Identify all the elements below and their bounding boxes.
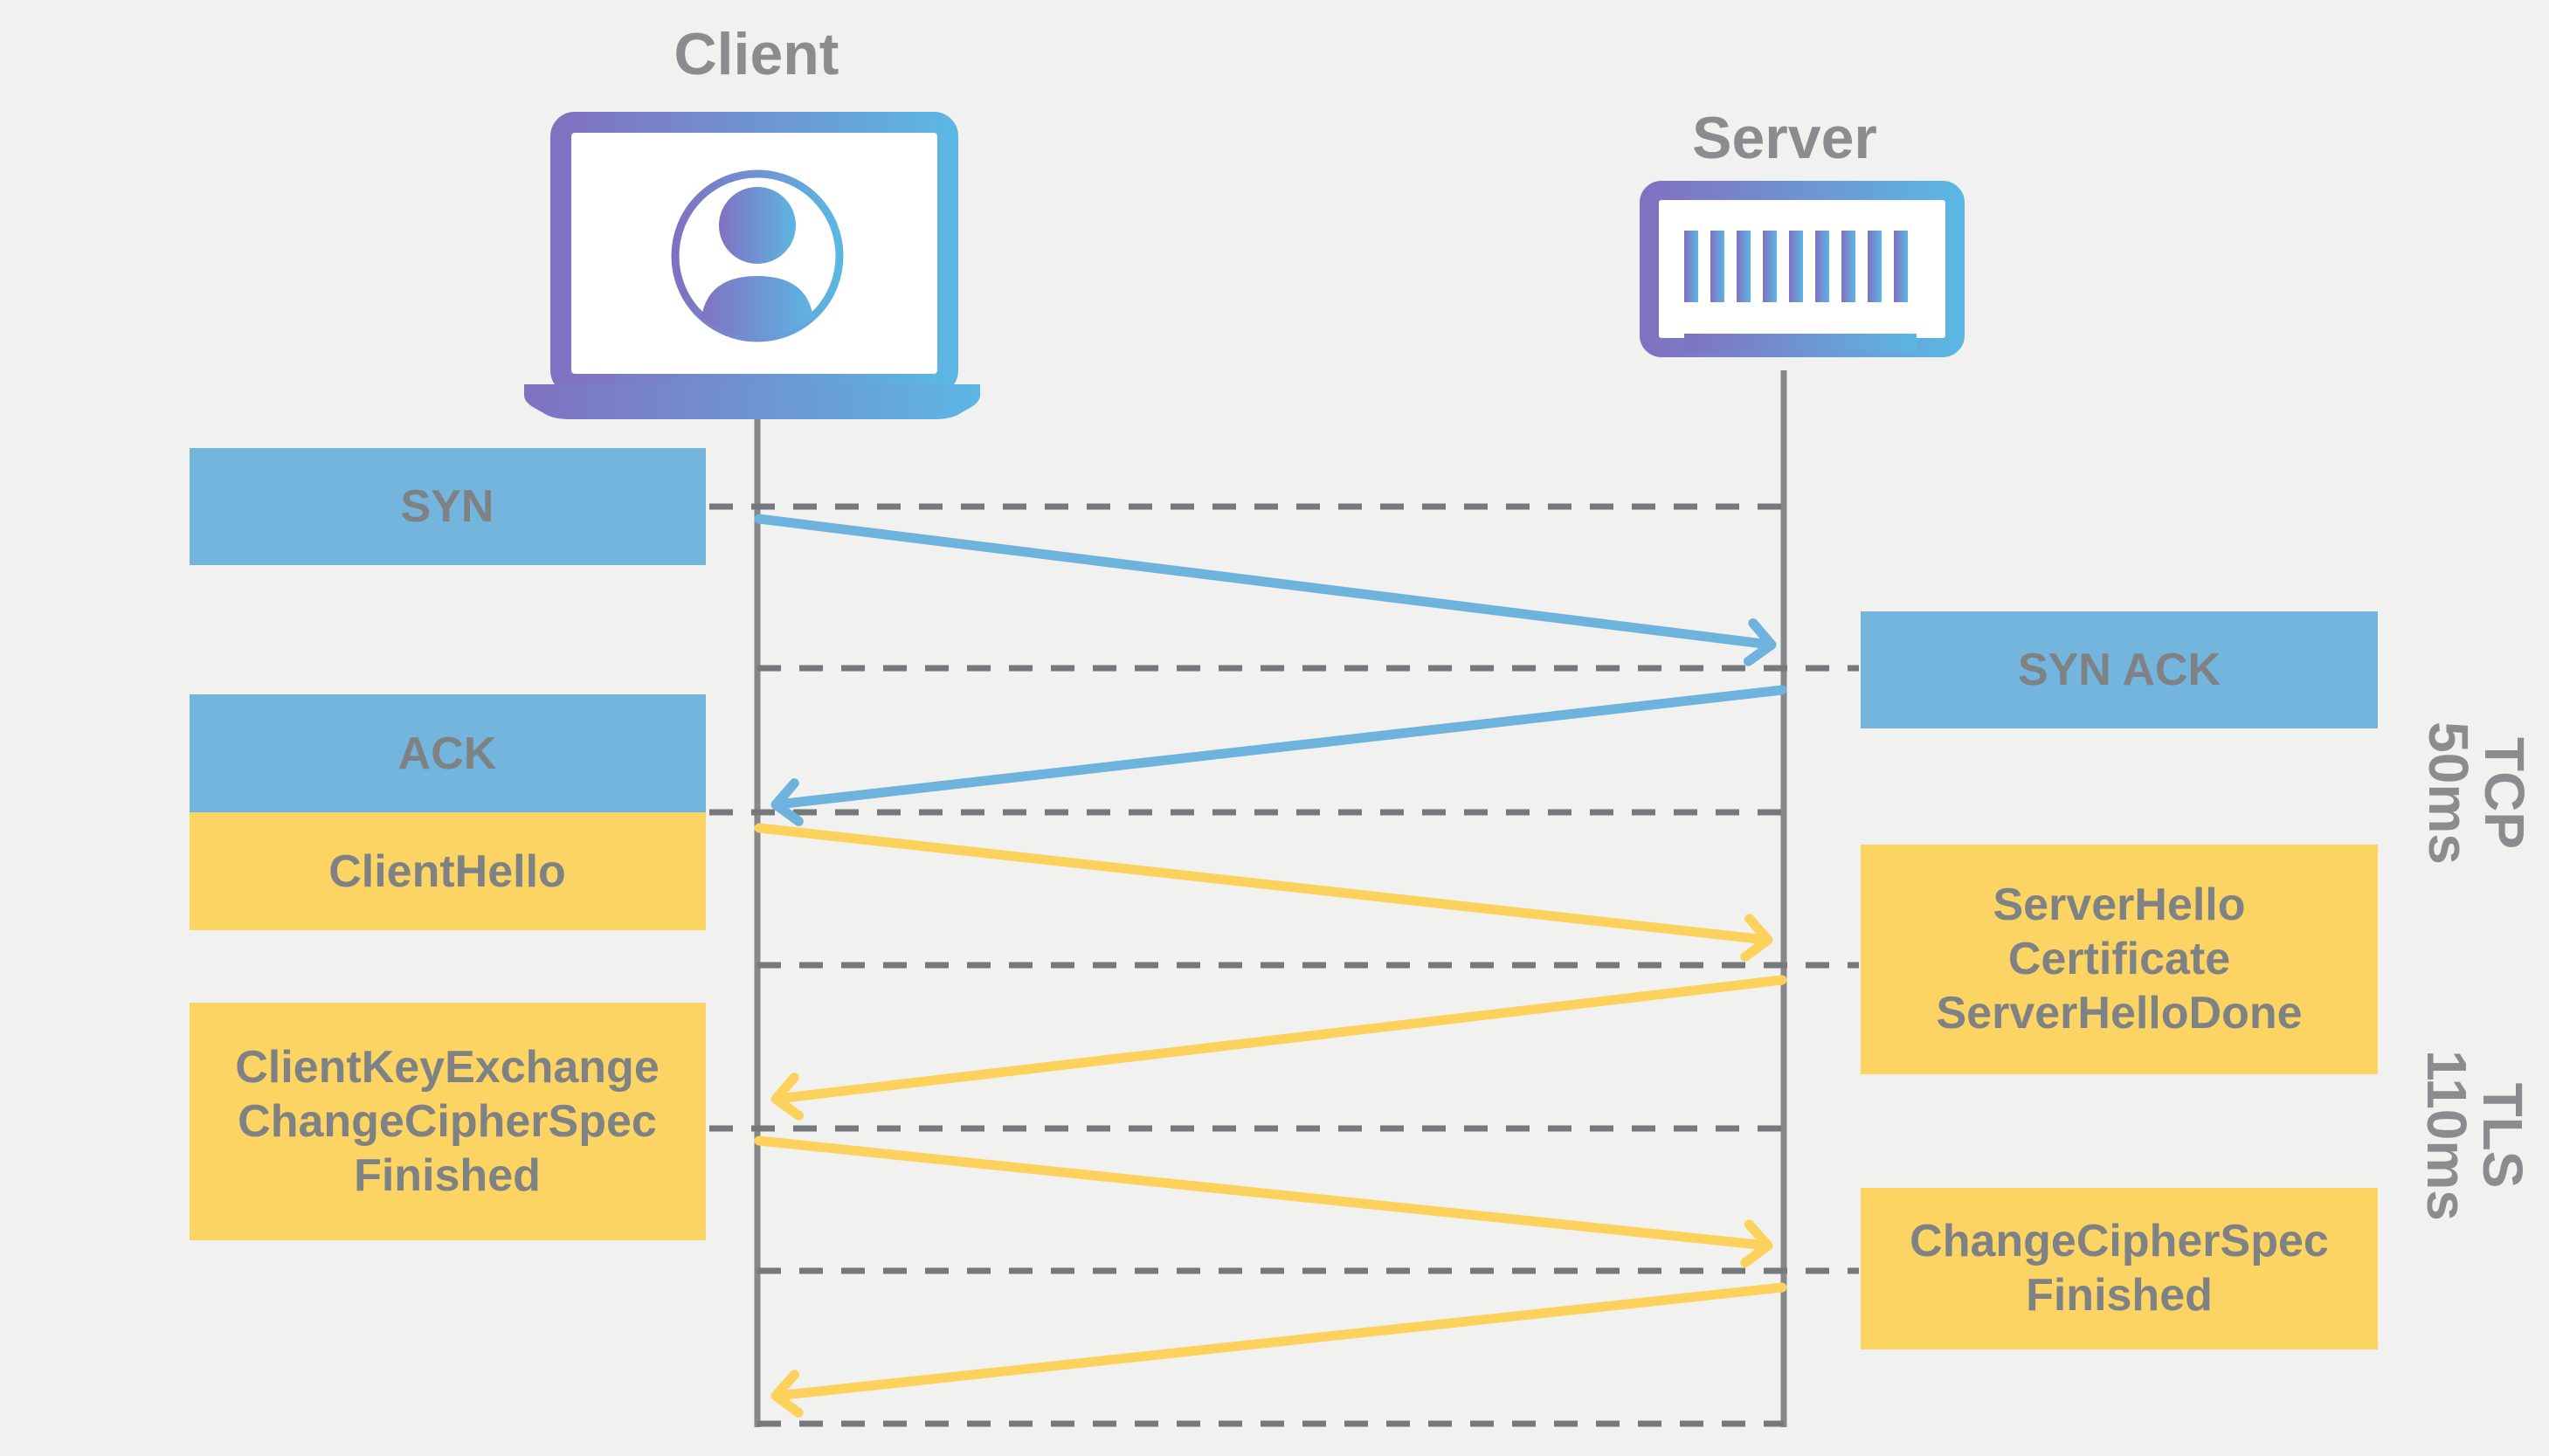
arrow-change-cipher-spec: [770, 1282, 1787, 1418]
syn-box: [190, 448, 706, 565]
message-arrows-group: [754, 514, 1787, 1418]
server-actor: Server: [1640, 105, 1965, 357]
client-key-exchange-box: [190, 1003, 706, 1240]
arrow-syn-ack: [770, 685, 1787, 826]
arrow-server-hello: [770, 975, 1787, 1121]
tcp-phase-duration: 50ms: [2417, 721, 2480, 865]
phase-label-tcp: TCP 50ms: [2417, 721, 2536, 865]
arrow-client-hello: [754, 823, 1773, 962]
change-cipher-spec-box: [1861, 1188, 2378, 1349]
server-hello-label: ServerHello Certificate ServerHelloDone: [1936, 880, 2302, 1039]
laptop-user-icon: [524, 112, 980, 419]
client-key-exchange-line-2: ChangeCipherSpec: [238, 1096, 657, 1147]
client-hello-box: [190, 812, 706, 930]
ack-box: [190, 694, 706, 812]
server-actor-label: Server: [1692, 105, 1877, 171]
server-rack-icon: [1640, 181, 1965, 357]
client-key-exchange-label: ClientKeyExchange ChangeCipherSpec Finis…: [235, 1042, 660, 1201]
arrow-client-key-exchange: [754, 1135, 1773, 1268]
client-key-exchange-line-1: ClientKeyExchange: [235, 1042, 660, 1093]
arrow-syn: [754, 514, 1777, 666]
tcp-phase-name: TCP: [2473, 737, 2536, 849]
server-base-bar: [1684, 334, 1917, 351]
syn-ack-box: [1861, 611, 2378, 728]
laptop-base: [524, 384, 980, 419]
server-hello-box: [1861, 845, 2378, 1074]
client-hello-label: ClientHello: [328, 846, 566, 897]
change-cipher-spec-label: ChangeCipherSpec Finished: [1910, 1216, 2329, 1321]
avatar-body: [701, 276, 814, 338]
server-slot-bars: [1684, 231, 1908, 302]
avatar-head: [719, 187, 796, 264]
server-messages-group: SYN ACK ServerHello Certificate ServerHe…: [1861, 611, 2378, 1349]
tls-phase-duration: 110ms: [2415, 1050, 2478, 1221]
timing-lines-group: [709, 503, 1859, 1427]
change-cipher-spec-line-2: Finished: [2026, 1270, 2213, 1321]
client-actor: Client: [524, 21, 980, 419]
client-key-exchange-line-3: Finished: [354, 1150, 541, 1201]
tls-phase-name: TLS: [2471, 1083, 2534, 1189]
client-actor-label: Client: [674, 21, 839, 87]
syn-ack-label: SYN ACK: [2018, 645, 2221, 695]
server-hello-line-2: Certificate: [2008, 934, 2230, 984]
server-hello-line-3: ServerHelloDone: [1936, 988, 2302, 1039]
server-hello-line-1: ServerHello: [1993, 880, 2245, 930]
syn-label: SYN: [401, 481, 494, 532]
ack-label: ACK: [398, 728, 497, 779]
phase-label-tls: TLS 110ms: [2415, 1050, 2534, 1221]
client-messages-group: SYN ACK ClientHello ClientKeyExchange Ch…: [190, 448, 706, 1240]
change-cipher-spec-line-1: ChangeCipherSpec: [1910, 1216, 2329, 1266]
